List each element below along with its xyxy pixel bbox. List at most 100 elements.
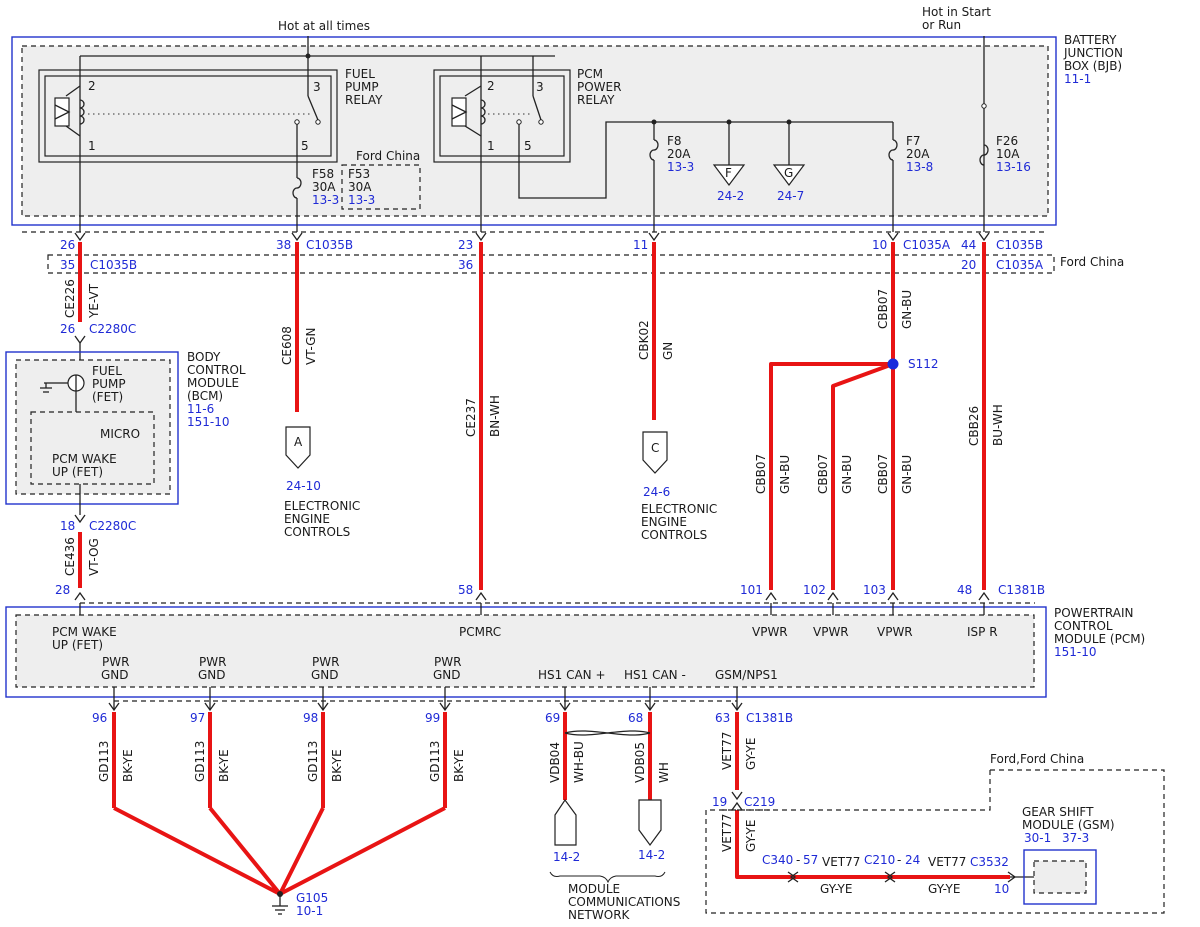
pcm-ref: 151-10 xyxy=(1054,645,1097,659)
mcn-connector-b-icon xyxy=(638,799,662,847)
pin-36: 36 xyxy=(458,258,473,272)
body-control-module xyxy=(5,351,179,515)
pcm-power-relay xyxy=(433,56,893,232)
c3532-label: C3532 xyxy=(970,855,1009,869)
pin-26-top: 26 xyxy=(60,238,75,252)
pcm-label-wake-1: PCM WAKE xyxy=(52,625,117,639)
ground-ref-f-icon xyxy=(712,164,746,186)
bcm-pcm-wake-2: UP (FET) xyxy=(52,465,103,479)
pcm-pwr-gnd-1b: GND xyxy=(101,668,129,682)
pin-10: 10 xyxy=(872,238,887,252)
bjb-ref: 11-1 xyxy=(1064,72,1091,86)
gd113-b-circuit: GD113 xyxy=(193,741,207,782)
cbb26-color: BU-WH xyxy=(991,404,1005,446)
f26-fuse-icon xyxy=(979,144,989,166)
vet77-a-circuit: VET77 xyxy=(720,732,734,770)
gd113-d-color: BK-YE xyxy=(452,749,466,782)
f7-name: F7 xyxy=(906,134,921,148)
pcm-pin-48: 48 xyxy=(957,583,972,597)
pcm-pin-28: 28 xyxy=(55,583,70,597)
gsm-ref-1: 30-1 xyxy=(1024,831,1051,845)
pcm-title-3: MODULE (PCM) xyxy=(1054,632,1145,646)
f58-ref: 13-3 xyxy=(312,193,339,207)
ground-ref-g-ref: 24-7 xyxy=(777,189,804,203)
c1035b-left: C1035B xyxy=(90,258,137,272)
ce436-circuit: CE436 xyxy=(63,537,77,576)
vdb05-color: WH xyxy=(657,762,671,783)
mcn-label-2: COMMUNICATIONS xyxy=(568,895,680,909)
pcm-pin-68: 68 xyxy=(628,711,643,725)
cbb07-b-circuit: CBB07 xyxy=(816,454,830,494)
pcm-label-wake-2: UP (FET) xyxy=(52,638,103,652)
c1035b-right: C1035B xyxy=(996,238,1043,252)
bcm-pin-18: 18 xyxy=(60,519,75,533)
pcm-pwr-gnd-2b: GND xyxy=(198,668,226,682)
ground-ref-f-ref: 24-2 xyxy=(717,189,744,203)
c340-dash: - xyxy=(796,853,800,867)
bjb-label-3: BOX (BJB) xyxy=(1064,59,1122,73)
pcm-hs1-can-minus: HS1 CAN - xyxy=(624,668,686,682)
vdb04-color: WH-BU xyxy=(572,741,586,783)
cbk02-circuit: CBK02 xyxy=(637,320,651,360)
gd113-c-circuit: GD113 xyxy=(306,741,320,782)
pcm-pwr-gnd-3a: PWR xyxy=(312,655,339,669)
pin-11: 11 xyxy=(633,238,648,252)
mcn-ref-a: 14-2 xyxy=(553,850,580,864)
f7-ref: 13-8 xyxy=(906,160,933,174)
f8-fuse-icon xyxy=(649,139,659,161)
gd113-a-color: BK-YE xyxy=(121,749,135,782)
pin-23: 23 xyxy=(458,238,473,252)
c210-label: C210 xyxy=(864,853,895,867)
pcm-pin-63: 63 xyxy=(715,711,730,725)
bcm-pin-26: 26 xyxy=(60,322,75,336)
pcm-label-isp-r: ISP R xyxy=(967,625,998,639)
bjb-label-1: BATTERY xyxy=(1064,33,1117,47)
bcm-pcm-wake-1: PCM WAKE xyxy=(52,452,117,466)
ppr-pin1: 1 xyxy=(487,139,495,153)
eec-c-connector-icon xyxy=(642,431,668,474)
ford-china-f53-label: Ford China xyxy=(356,149,420,163)
bcm-fuel-pump-3: (FET) xyxy=(92,390,123,404)
fpr-label-2: PUMP xyxy=(345,80,379,94)
pcm-pwr-gnd-2a: PWR xyxy=(199,655,226,669)
fpr-pin3: 3 xyxy=(313,80,321,94)
cbb26-circuit: CBB26 xyxy=(967,406,981,446)
pcm-pin-97: 97 xyxy=(190,711,205,725)
bcm-title-3: MODULE xyxy=(187,376,239,390)
pcm-label-vpwr-2: VPWR xyxy=(813,625,849,639)
f8-ref: 13-3 xyxy=(667,160,694,174)
eec-c-label-3: CONTROLS xyxy=(641,528,707,542)
pcm-c1381b-top: C1381B xyxy=(998,583,1045,597)
f53-name: F53 xyxy=(348,167,370,181)
pin-35: 35 xyxy=(60,258,75,272)
battery-junction-box xyxy=(11,36,1057,226)
vet77-mid-color: GY-YE xyxy=(820,882,852,896)
gsm-region-label: Ford,Ford China xyxy=(990,752,1084,766)
vet77-right-color: GY-YE xyxy=(928,882,960,896)
ground-g105-name: G105 xyxy=(296,891,328,905)
fpr-label-1: FUEL xyxy=(345,67,375,81)
cbb07-a-circuit: CBB07 xyxy=(754,454,768,494)
ce237-color: BN-WH xyxy=(488,395,502,437)
eec-a-ref: 24-10 xyxy=(286,479,321,493)
mcn-label-1: MODULE xyxy=(568,882,620,896)
cbb07-top-circuit: CBB07 xyxy=(876,289,890,329)
fpr-pin5: 5 xyxy=(301,139,309,153)
gear-shift-module xyxy=(1023,849,1097,905)
bcm-ref-2: 151-10 xyxy=(187,415,230,429)
ppr-pin3: 3 xyxy=(536,80,544,94)
ce608-circuit: CE608 xyxy=(280,326,294,365)
eec-c-ref: 24-6 xyxy=(643,485,670,499)
eec-c-label-2: ENGINE xyxy=(641,515,687,529)
vet77-b-color: GY-YE xyxy=(744,820,758,852)
f7-amp: 20A xyxy=(906,147,930,161)
mcn-connector-a-icon xyxy=(554,798,577,846)
ground-ref-g-letter: G xyxy=(784,166,793,180)
pcm-pin-99: 99 xyxy=(425,711,440,725)
cbb07-c-color: GN-BU xyxy=(900,455,914,494)
c3532-pin: 10 xyxy=(994,882,1009,896)
f58-amp: 30A xyxy=(312,180,336,194)
f26-amp: 10A xyxy=(996,147,1020,161)
pin-20: 20 xyxy=(961,258,976,272)
c219-label: C219 xyxy=(744,795,775,809)
